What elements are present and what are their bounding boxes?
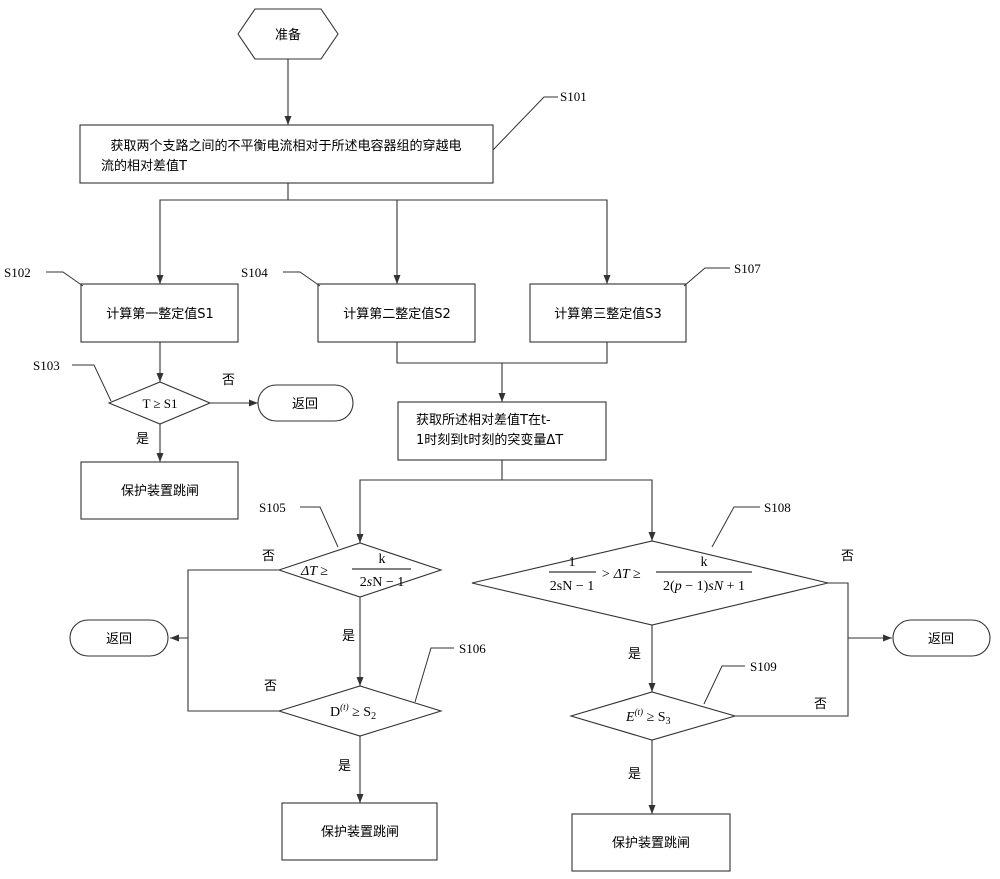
s105-decision: ΔT ≥ k 2sN − 1 (277, 542, 443, 598)
s105-num: k (379, 552, 386, 567)
s103-condition: T ≥ S1 (142, 396, 177, 411)
return-label-1: 返回 (292, 397, 318, 412)
step-label-s103: S103 (33, 358, 60, 373)
s104-leader (283, 271, 321, 287)
s108-num: k (701, 555, 708, 570)
edge-s106-no (187, 638, 279, 712)
s108-leader (711, 506, 760, 548)
delta-box: 获取所述相对差值T在t- 1时刻到t时刻的突变量ΔT (397, 401, 607, 461)
s108-f1-num: 1 (569, 555, 576, 570)
s105-yes-label: 是 (342, 629, 355, 644)
trip-label-3: 保护装置跳闸 (612, 836, 690, 851)
s102-box: 计算第一整定值S1 (80, 283, 239, 343)
s107-text: 计算第三整定值S3 (554, 306, 662, 322)
delta-text-line1: 获取所述相对差值T在t- (416, 412, 551, 428)
s102-text: 计算第一整定值S1 (106, 306, 214, 322)
trip-label-1: 保护装置跳闸 (121, 484, 199, 499)
s105-den: 2sN − 1 (360, 575, 404, 590)
step-label-s104: S104 (241, 265, 268, 280)
s106-no-label: 否 (264, 679, 277, 694)
return-terminal-2: 返回 (69, 619, 169, 657)
step-label-s102: S102 (4, 265, 31, 280)
s101-text-line1: 获取两个支路之间的不平衡电流相对于所述电容器组的穿越电 (110, 138, 461, 154)
trip-box-3: 保护装置跳闸 (571, 813, 731, 872)
s106-leader (414, 647, 454, 703)
step-label-s106: S106 (459, 641, 486, 656)
s106-condition: D(t) ≥ S2 (330, 702, 376, 722)
s107-box: 计算第三整定值S3 (529, 283, 687, 343)
s106-decision: D(t) ≥ S2 (277, 685, 443, 737)
trip-label-2: 保护装置跳闸 (321, 825, 399, 840)
edge-s105-no (187, 569, 279, 638)
s106-yes-label: 是 (338, 759, 351, 774)
edge-delta-s105 (356, 460, 503, 543)
s109-no-label: 否 (814, 697, 827, 712)
s105-leader (300, 506, 339, 548)
edge-s109-no (735, 638, 849, 717)
s101-leader (492, 96, 558, 151)
s103-leader (72, 364, 112, 402)
return-label-2: 返回 (106, 632, 132, 647)
s108-yes-label: 是 (628, 647, 641, 662)
return-terminal-3: 返回 (892, 619, 991, 657)
step-label-s109: S109 (750, 659, 777, 674)
edge-s101-s104 (288, 199, 401, 284)
s108-no-label: 否 (841, 549, 854, 564)
s107-leader (683, 267, 730, 287)
s108-mid: > ΔT ≥ (601, 567, 641, 582)
s103-yes-label: 是 (136, 432, 149, 447)
edge-s101-s107 (397, 199, 611, 284)
step-label-s107: S107 (734, 261, 761, 276)
s108-den: 2(p − 1)sN + 1 (663, 579, 745, 594)
edge-delta-s108 (502, 479, 656, 541)
edge-s101-s102 (156, 183, 289, 284)
s103-no-label: 否 (222, 373, 235, 388)
s109-leader (703, 665, 745, 705)
s109-yes-label: 是 (628, 767, 641, 782)
step-label-s108: S108 (764, 500, 791, 515)
trip-box-2: 保护装置跳闸 (281, 802, 438, 861)
step-label-s105: S105 (259, 500, 286, 515)
step-label-s101: S101 (560, 89, 587, 104)
s101-box: 获取两个支路之间的不平衡电流相对于所述电容器组的穿越电 流的相对差值T (79, 124, 494, 184)
s108-f1-den: 2sN − 1 (550, 579, 594, 594)
start-label: 准备 (275, 27, 301, 43)
s101-text-line2: 流的相对差值T (101, 158, 187, 174)
s103-decision: T ≥ S1 (107, 381, 212, 425)
s105-no-label: 否 (262, 549, 275, 564)
s104-text: 计算第二整定值S2 (343, 306, 451, 322)
s104-box: 计算第二整定值S2 (317, 283, 476, 343)
return-label-3: 返回 (928, 632, 954, 647)
edge-s104-s107-merge (396, 342, 608, 364)
start-node: 准备 (237, 8, 339, 60)
s108-decision: 1 2sN − 1 > ΔT ≥ k 2(p − 1)sN + 1 (471, 540, 829, 626)
s109-decision: E(t) ≥ S3 (569, 691, 737, 741)
return-terminal-1: 返回 (257, 384, 354, 422)
edge-s108-no (828, 582, 892, 642)
s109-condition: E(t) ≥ S3 (625, 707, 671, 727)
s102-leader (46, 271, 84, 287)
s105-lhs: ΔT ≥ (300, 564, 328, 579)
delta-text-line2: 1时刻到t时刻的突变量ΔT (416, 432, 563, 448)
trip-box-1: 保护装置跳闸 (80, 461, 239, 520)
